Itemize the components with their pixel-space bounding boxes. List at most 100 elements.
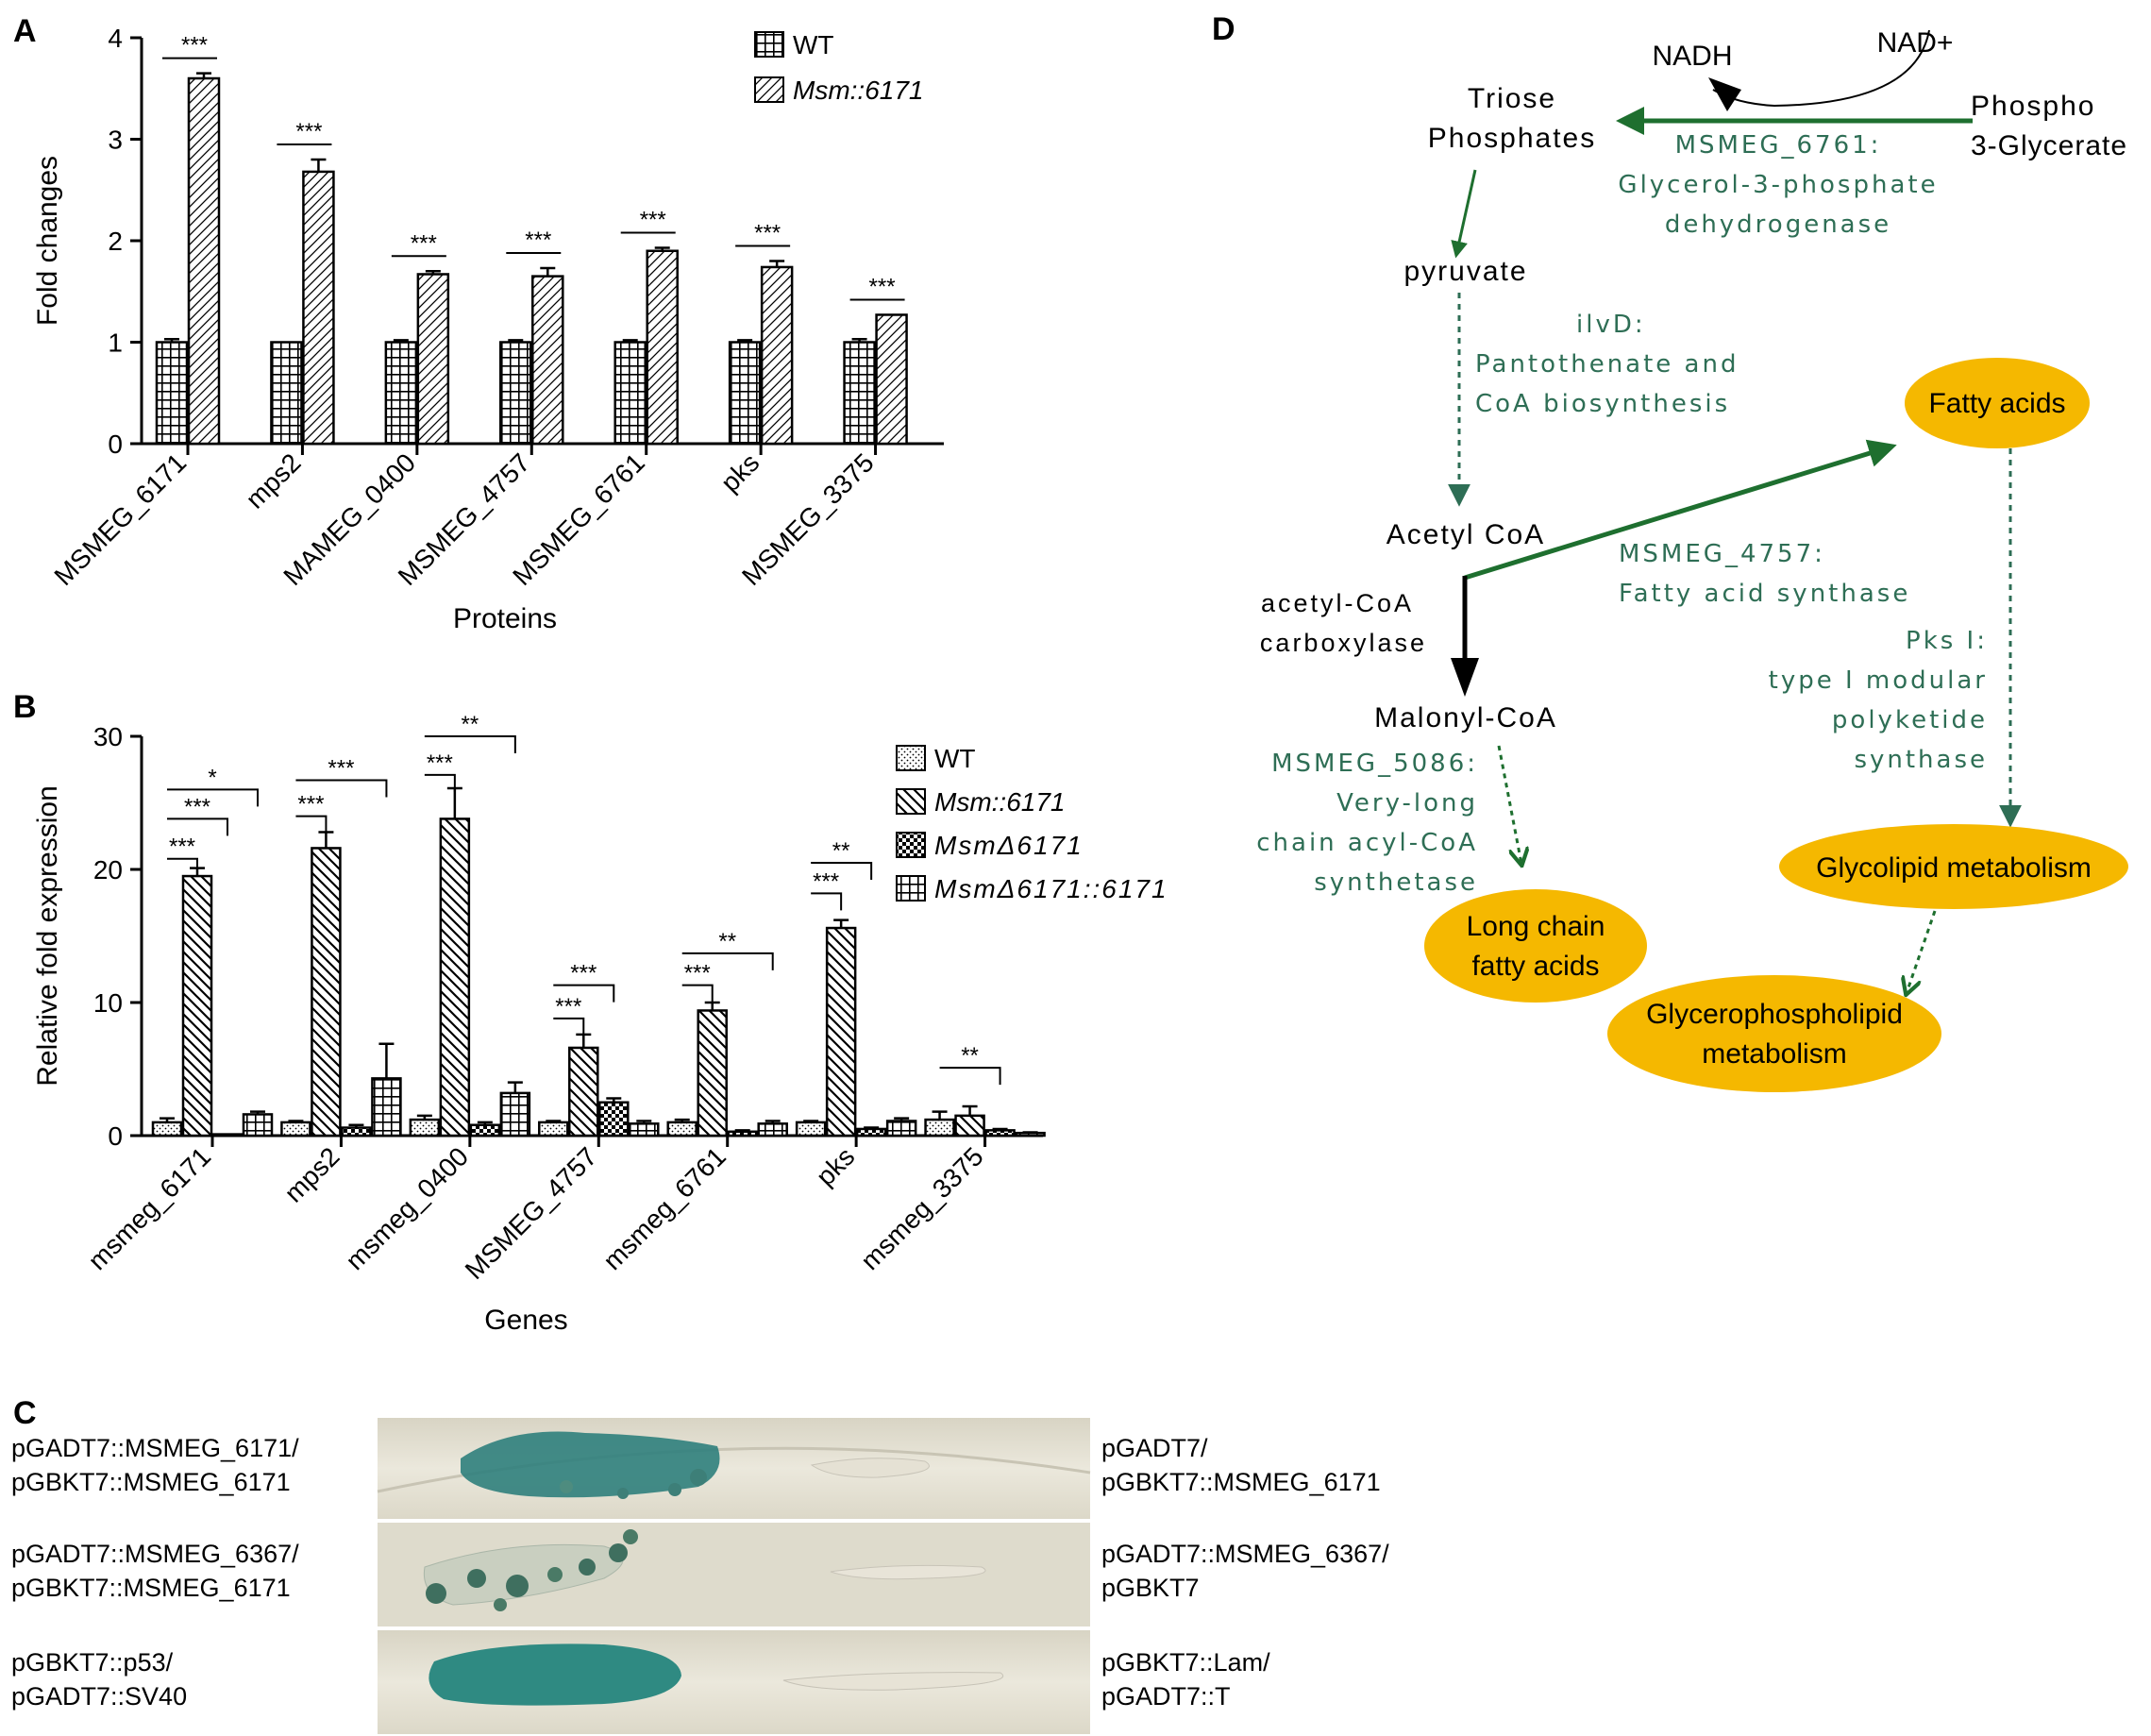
legend-swatch [754,76,784,103]
significance-bracket [553,984,615,1003]
acc-label-1: acetyl-CoA [1261,589,1414,617]
e6761-label-2: Glycerol-3-phosphate [1618,171,1938,199]
significance-label: *** [813,868,839,894]
e6761-label-3: dehydrogenase [1665,211,1891,239]
x-axis-title: Proteins [453,603,557,634]
significance-label: *** [169,834,195,860]
significance-bracket [167,817,228,836]
bar [757,1122,788,1138]
arrow-triose-to-pyruvate [1451,169,1477,259]
pks-label-1: Pks I: [1906,627,1988,655]
significance-bracket [811,861,873,880]
significance-label: *** [640,208,666,233]
significance-label: ** [961,1043,979,1069]
bar [469,1123,501,1138]
significance-bracket [553,1017,585,1036]
significance-bracket [811,892,843,911]
colony-streak-2 [423,1543,624,1606]
y-tick-label: 1 [108,329,123,358]
bar [280,1121,311,1138]
significance-label: ** [832,838,850,864]
significance-bracket [295,779,388,798]
bar [697,1009,728,1138]
panel-c-right-label: pGADT7::T [1101,1682,1231,1711]
malonyl-arrowhead [1451,658,1479,697]
e4757-label-2: Fatty acid synthase [1619,580,1910,608]
triose-label-2: Phosphates [1428,123,1596,154]
pathway-arrows [1448,29,2022,993]
y-tick-label: 4 [108,24,123,53]
legend-label: WT [793,30,834,59]
e5086-label-1: MSMEG_5086: [1271,750,1478,778]
legend-label: Msm::6171 [934,787,1066,817]
significance-bracket [681,952,774,970]
significance-bracket [295,815,328,834]
significance-label: *** [427,750,453,776]
bar [270,341,303,446]
bar [598,1101,630,1138]
yeast-plate-photo [377,1418,1091,1734]
e5086-label-3: chain acyl-CoA [1256,829,1478,857]
blue-colony-streak-1 [461,1431,720,1498]
svg-text:Fatty acids: Fatty acids [1928,388,2065,419]
svg-text:metabolism: metabolism [1702,1038,1846,1070]
panel-c-right-label: pGBKT7::Lam/ [1101,1648,1270,1677]
oval-glycolipid: Glycolipid metabolism [1779,824,2128,909]
triose-label-1: Triose [1468,83,1556,114]
significance-bracket [167,857,198,876]
panel-b-letter: B [13,689,37,725]
significance-label: *** [869,274,896,299]
y-tick-label: 0 [108,1121,123,1151]
y-tick-label: 20 [93,855,123,885]
significance-bracket [424,735,516,753]
bar [499,1091,531,1138]
significance-label: *** [570,961,597,986]
ilvd-label-1: ilvD: [1576,311,1646,339]
bar [531,275,564,446]
bar [187,76,221,446]
legend-swatch [754,31,784,58]
significance-bracket [424,773,456,792]
blue-colony-streak-3 [429,1643,681,1706]
bar [568,1046,599,1138]
y-axis-title: Fold changes [32,156,63,326]
panel-c-left-label: pGADT7::MSMEG_6171/ [11,1434,299,1462]
pks-label-2: type I modular [1769,666,1988,695]
bar [371,1077,402,1138]
significance-label: *** [754,221,781,246]
e5086-label-2: Very-long [1336,789,1478,817]
significance-label: ** [718,929,736,954]
bar [613,341,647,446]
malonylcoa-label: Malonyl-CoA [1374,702,1557,733]
panel-c-left-label: pGBKT7::p53/ [11,1648,174,1677]
y-tick-label: 10 [93,988,123,1018]
panel-c-right-label: pGADT7::MSMEG_6367/ [1101,1540,1389,1568]
bar [409,1118,441,1138]
ilvd-label-3: CoA biosynthesis [1475,390,1730,418]
bar [646,249,679,446]
bar [629,1122,660,1138]
bar [984,1129,1016,1138]
bar [416,273,450,446]
panel-a-letter: A [13,13,37,49]
acc-label-2: carboxylase [1260,629,1427,657]
e4757-label-1: MSMEG_4757: [1619,540,1825,568]
bar [384,341,418,446]
panel-c-right-label: pGADT7/ [1101,1434,1208,1462]
bar [666,1121,697,1138]
bar [825,926,857,1138]
significance-label: *** [184,794,210,819]
bar [499,341,532,446]
significance-bracket [681,984,714,1003]
pks-label-3: polyketide [1832,706,1988,734]
significance-label: *** [328,756,354,782]
svg-text:Glycolipid metabolism: Glycolipid metabolism [1816,852,2092,884]
legend-swatch [896,788,926,815]
bar [795,1121,827,1138]
x-tick-label: msmeg_6761 [597,1141,731,1275]
significance-label: *** [411,230,437,256]
significance-label: *** [295,119,322,144]
